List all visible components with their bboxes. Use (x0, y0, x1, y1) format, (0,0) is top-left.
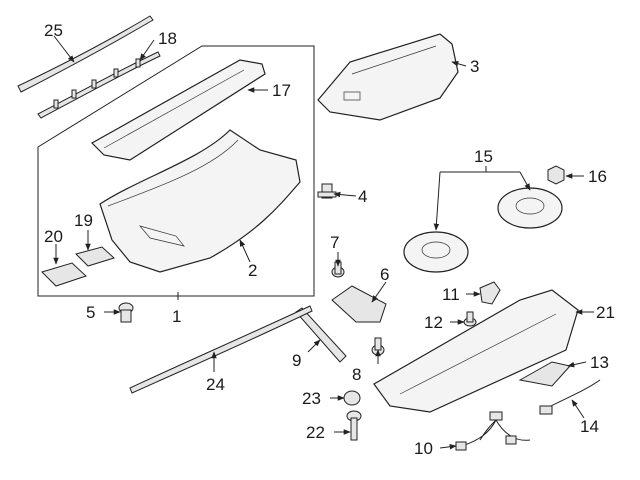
callout-8: 8 (352, 365, 361, 384)
part-14-harness (539, 379, 601, 415)
callout-25: 25 (44, 21, 63, 40)
callout-10: 10 (414, 439, 433, 458)
part-15-speaker-left (403, 231, 469, 273)
part-10-harness (455, 411, 531, 451)
callout-2: 2 (248, 261, 257, 280)
callout-23: 23 (302, 389, 321, 408)
part-9-gas-strut (295, 307, 347, 363)
part-19-pad (75, 246, 115, 267)
part-4-bolt (317, 183, 337, 199)
callout-19: 19 (74, 211, 93, 230)
callout-7: 7 (330, 233, 339, 252)
callout-14: 14 (580, 417, 599, 436)
callout-1: 1 (172, 307, 181, 326)
part-25-weatherstrip (17, 15, 154, 93)
part-24-seal-strip (129, 305, 313, 394)
callout-16: 16 (588, 167, 607, 186)
part-21-trim-panel (373, 289, 579, 413)
callout-13: 13 (590, 353, 609, 372)
part-11-bracket (479, 281, 501, 305)
leader-lines (53, 35, 594, 450)
callout-6: 6 (380, 265, 389, 284)
part-16-nut (547, 165, 565, 185)
callout-20: 20 (44, 227, 63, 246)
part-17-spoiler (91, 59, 266, 161)
callout-12: 12 (424, 313, 443, 332)
part-6-hinge-plate (331, 285, 387, 323)
part-20-pad (41, 262, 87, 287)
callout-4: 4 (358, 187, 367, 206)
callout-18: 18 (158, 29, 177, 48)
part-12-bolt (463, 311, 477, 327)
callout-3: 3 (470, 57, 479, 76)
callout-17: 17 (272, 81, 291, 100)
part-23-grommet (343, 390, 361, 406)
part-3-trunk-liner (317, 33, 459, 121)
part-5-stopper (118, 302, 134, 323)
callout-11: 11 (442, 285, 460, 304)
callout-5: 5 (86, 303, 95, 322)
callout-21: 21 (596, 303, 615, 322)
part-15-speaker-right (497, 187, 563, 229)
part-2-trunk-lid (99, 129, 301, 273)
callout-24: 24 (206, 375, 225, 394)
callout-15: 15 (474, 147, 493, 166)
callout-9: 9 (292, 351, 301, 370)
part-18-molding-with-clips (37, 51, 161, 119)
callout-22: 22 (306, 423, 325, 442)
part-22-bolt (346, 410, 362, 441)
assembly-box-outline (37, 45, 315, 297)
